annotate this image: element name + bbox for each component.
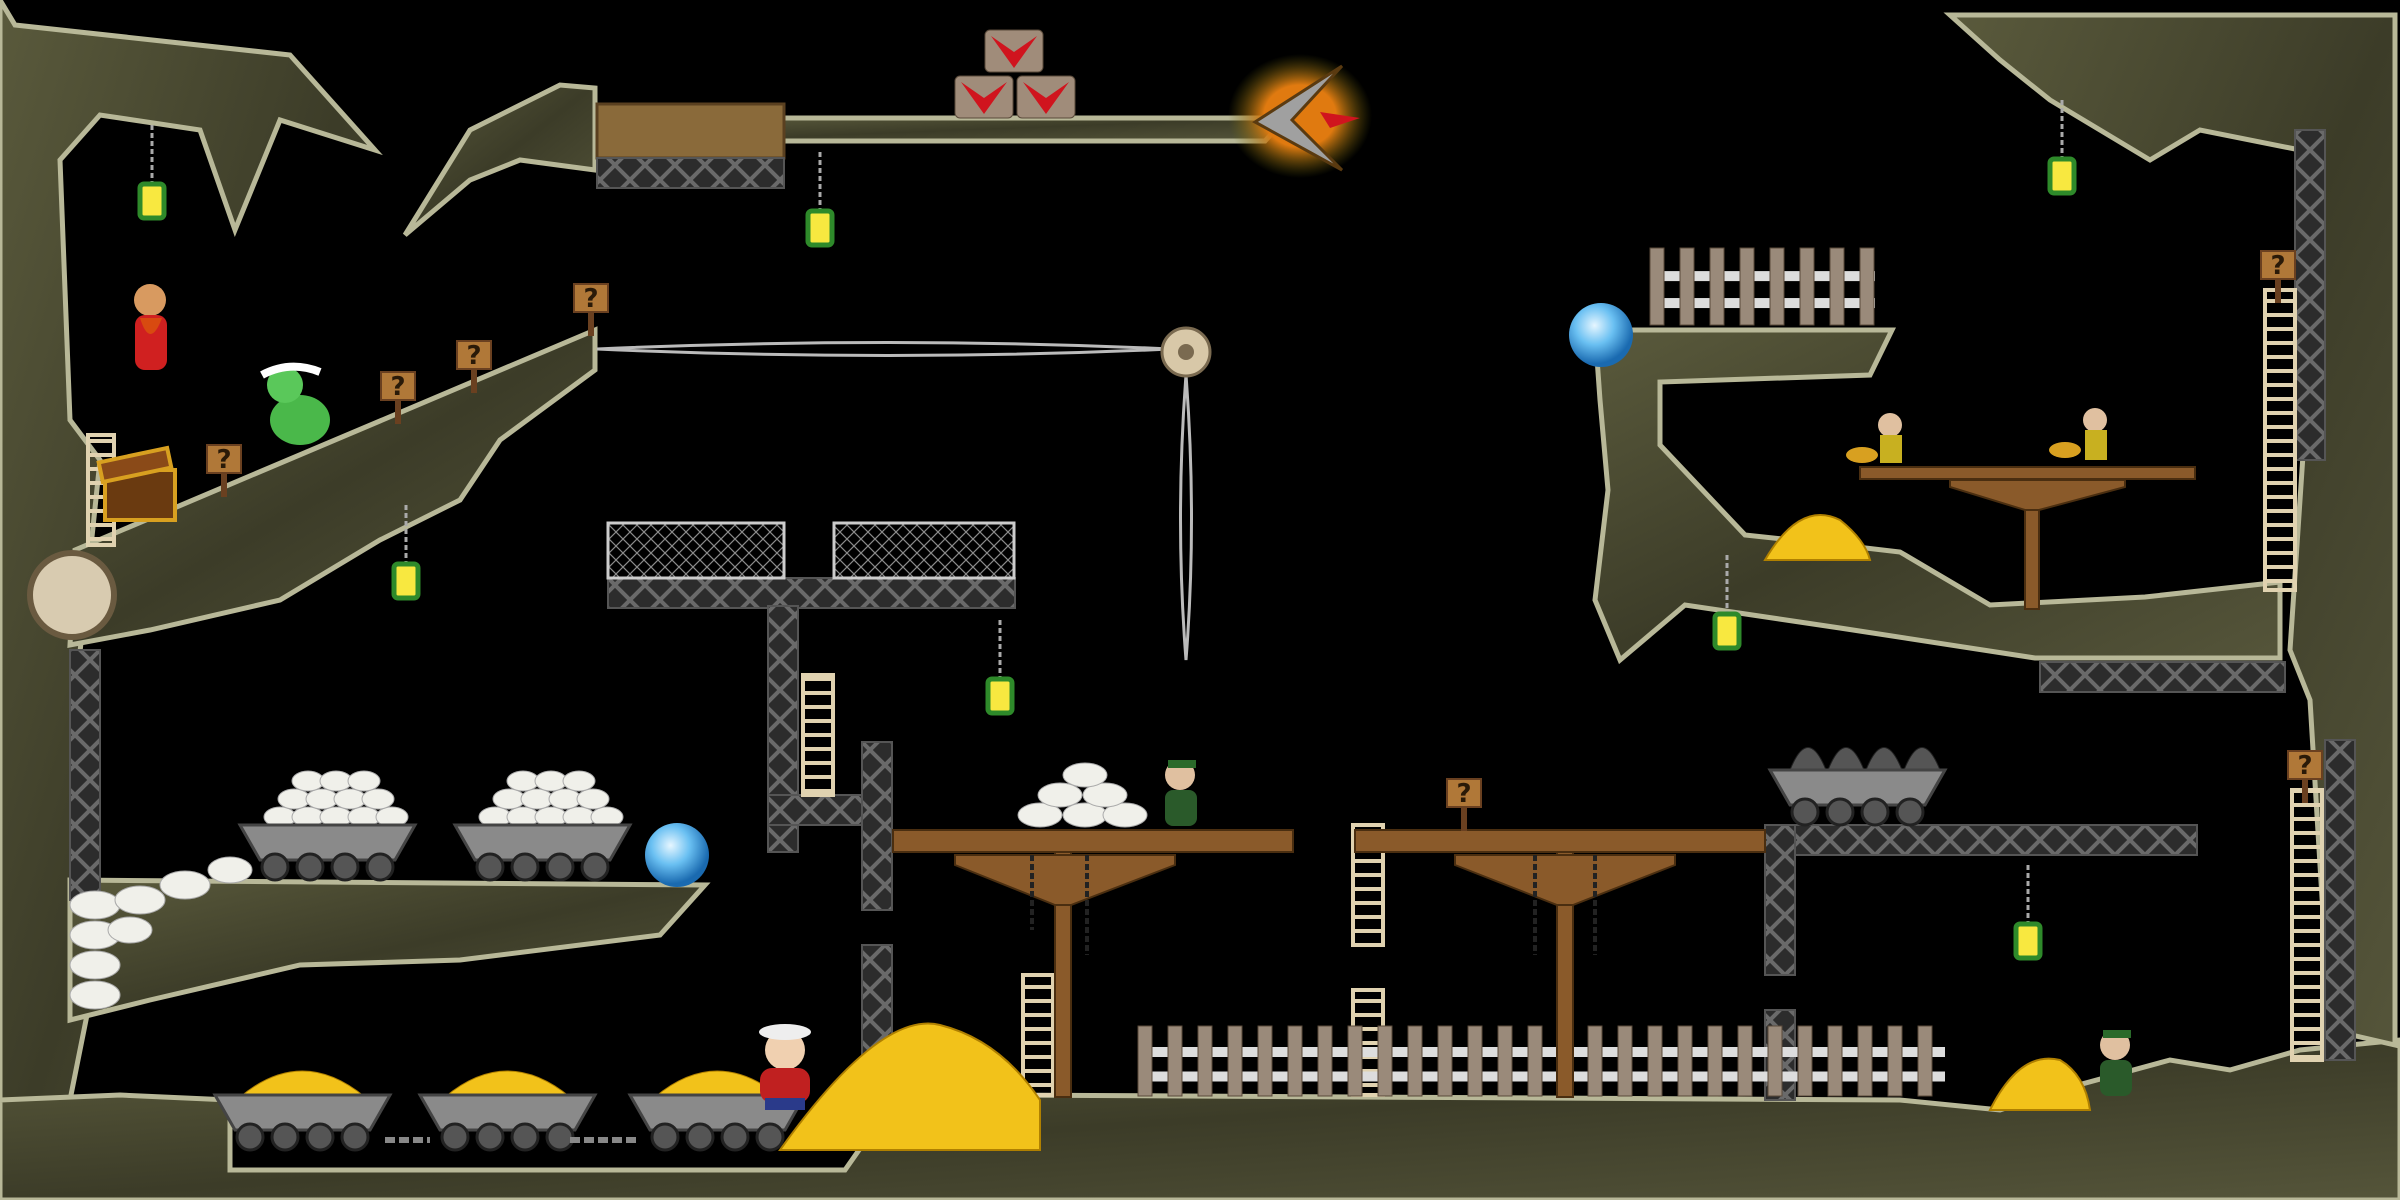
platform-brace (954, 854, 1176, 906)
down-chevron-crate-icon[interactable] (954, 75, 1014, 119)
picket-fences (1137, 247, 1945, 1097)
platform-post (1054, 851, 1072, 1098)
mesh-fence (606, 521, 786, 580)
lanterns (137, 100, 2077, 961)
wooden-platforms (892, 466, 2196, 1098)
question-signs: ??????? (206, 250, 2323, 831)
top-left-rock-arm (402, 82, 598, 237)
girder (861, 741, 893, 911)
question-sign[interactable]: ? (1446, 778, 1482, 831)
red-dwarf-character[interactable] (134, 284, 167, 370)
picket-fence (1649, 247, 1875, 326)
wooden-platform (892, 829, 1294, 853)
girder (1764, 824, 1796, 976)
pulley-icon[interactable] (1160, 326, 1212, 378)
mesh-fences (606, 521, 1016, 580)
question-sign-label: ? (583, 284, 598, 314)
mine-cart-icon (237, 770, 418, 882)
question-sign-label: ? (1456, 779, 1471, 809)
green-dragon-character[interactable] (260, 362, 330, 445)
ladder[interactable] (2290, 788, 2324, 1062)
gold-pile (1988, 1057, 2092, 1111)
miner-with-wheelbarrow-character[interactable] (1846, 413, 1902, 463)
question-sign-label: ? (466, 341, 481, 371)
hanging-lantern-icon (391, 505, 421, 601)
fiery-arrowhead-icon[interactable] (1228, 54, 1372, 178)
question-sign-label: ? (2297, 751, 2312, 781)
question-sign-label: ? (216, 445, 231, 475)
green-soldier-character[interactable] (2100, 1030, 2132, 1096)
question-sign-label: ? (2270, 251, 2285, 281)
mine-cart-icon (627, 1070, 808, 1152)
platform-brace (1949, 479, 2126, 511)
right-upper-rock-shelf (1592, 327, 2283, 665)
treasure-chest-icon[interactable] (96, 445, 177, 522)
question-sign[interactable]: ? (2260, 250, 2296, 303)
characters (134, 284, 2132, 1110)
ladder[interactable] (2263, 288, 2297, 592)
ladder[interactable] (801, 673, 835, 797)
crystal-orb-icon[interactable] (1569, 303, 1633, 367)
girder (69, 649, 101, 901)
gold-pile (1763, 514, 1872, 561)
egg-pile (69, 762, 1148, 1010)
wooden-block (595, 102, 786, 160)
miner-character[interactable] (759, 1024, 811, 1110)
gold-pile (778, 1022, 1041, 1151)
question-sign[interactable]: ? (456, 340, 492, 393)
green-soldier-character[interactable] (1165, 760, 1197, 826)
crystal-orb-icon[interactable] (645, 823, 709, 887)
girder (596, 157, 785, 189)
upper-left-slope-ledge (67, 326, 598, 649)
crystal-orbs (645, 303, 1633, 887)
girders (69, 129, 2356, 1101)
question-sign[interactable]: ? (380, 371, 416, 424)
question-sign[interactable]: ? (206, 444, 242, 497)
hanging-lantern-icon (1712, 555, 1742, 651)
middle-left-ledge (67, 877, 711, 1024)
girder (2324, 739, 2356, 1061)
question-sign[interactable]: ? (2287, 750, 2323, 803)
girder (2039, 661, 2286, 693)
miner-with-wheelbarrow-character[interactable] (2049, 408, 2107, 460)
crates (954, 29, 1076, 119)
hanging-lantern-icon (805, 152, 835, 248)
hanging-lantern-icon (2013, 865, 2043, 961)
mine-cart-icon (452, 770, 633, 882)
picket-fence (1137, 1025, 1945, 1097)
mesh-fence (832, 521, 1016, 580)
mine-cart-icon (417, 1070, 598, 1152)
mine-carts (212, 747, 1948, 1152)
hanging-lantern-icon (137, 125, 167, 221)
ladder[interactable] (1021, 973, 1055, 1097)
wooden-platform (1354, 829, 1766, 853)
hanging-lantern-icon (2047, 100, 2077, 196)
mine-cart-icon (1767, 747, 1948, 827)
down-chevron-crate-icon[interactable] (984, 29, 1044, 73)
girder (1764, 824, 2198, 856)
barbed-wire (596, 341, 1193, 661)
down-chevron-crate-icon[interactable] (1016, 75, 1076, 119)
question-sign[interactable]: ? (573, 283, 609, 336)
gold-piles (778, 514, 2092, 1151)
log-end (27, 550, 117, 640)
girder (2294, 129, 2326, 461)
platform-post (1556, 851, 1574, 1098)
hanging-lantern-icon (985, 620, 1015, 716)
wooden-platform (1859, 466, 2196, 480)
girder (607, 577, 1016, 609)
girder (767, 794, 879, 826)
question-sign-label: ? (390, 372, 405, 402)
platform-brace (1454, 854, 1676, 906)
mine-cart-icon (212, 1070, 393, 1152)
hanging-chains (1030, 855, 1597, 955)
